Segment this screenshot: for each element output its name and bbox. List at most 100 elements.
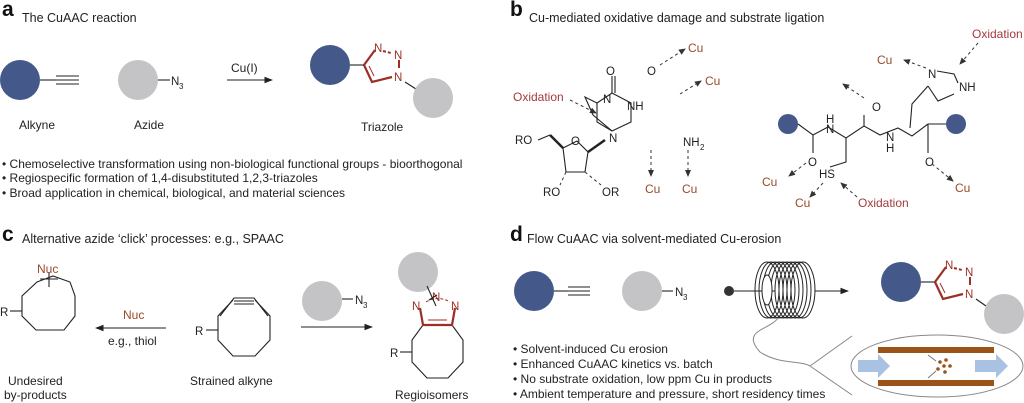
flow-arrow-in — [858, 354, 890, 378]
atom-nh2: NH — [683, 137, 700, 149]
cu-arrow-his — [903, 59, 927, 69]
peptide-blue-sphere-left — [778, 114, 798, 134]
cu-arrow-nh — [679, 80, 702, 95]
bullet-item: • Broad application in chemical, biologi… — [2, 186, 345, 200]
erosion-arrow — [927, 370, 937, 379]
tube-inset — [850, 334, 1024, 398]
catalyst-label: Cu(I) — [231, 61, 258, 75]
fused-cyclooctane — [411, 324, 464, 379]
product-blue-sphere — [881, 262, 921, 302]
ribose-ring — [562, 140, 589, 173]
flow-triazole-product: N N N — [881, 260, 1024, 334]
glycosidic-bond — [587, 138, 606, 154]
reagent-nuc: Nuc — [123, 308, 144, 322]
oxidation-arrow — [569, 99, 597, 114]
r-label: R — [390, 348, 398, 360]
triazole-n1: N — [374, 43, 382, 55]
atom-nh: NH — [627, 101, 644, 113]
triazole-n: N — [412, 301, 420, 313]
panel-b: b Cu-mediated oxidative damage and subst… — [510, 0, 1023, 210]
alkyne-blue-sphere — [0, 60, 40, 100]
atom-o-carbonyl: O — [606, 66, 615, 78]
azide-structure: N 3 — [118, 60, 184, 100]
panel-a-letter: a — [2, 0, 14, 21]
panel-d: d Flow CuAAC via solvent-mediated Cu-ero… — [510, 223, 1024, 401]
inset-connector — [752, 317, 811, 367]
oxidation-label: Oxidation — [513, 90, 564, 104]
triazole-n3: N — [394, 72, 402, 84]
strained-alkyne-structure: R — [195, 297, 271, 357]
c5-bond — [537, 134, 551, 141]
triazole-n: N — [451, 301, 459, 313]
atom-o: O — [808, 157, 817, 169]
panel-c: c Alternative azide ‘click’ processes: e… — [0, 223, 468, 402]
panel-b-title: Cu-mediated oxidative damage and substra… — [529, 11, 824, 25]
nn-double — [953, 267, 963, 271]
cu-arrow — [788, 162, 807, 177]
cu-label: Cu — [705, 74, 720, 88]
bullet-item: • No substrate oxidation, low ppm Cu in … — [513, 372, 772, 386]
panel-a: a The CuAAC reaction Alkyne N 3 Azide Cu… — [0, 0, 462, 200]
panel-d-title: Flow CuAAC via solvent-mediated Cu-erosi… — [527, 232, 781, 246]
product-bond-right — [404, 81, 417, 90]
triazole-product: N N N — [310, 43, 453, 118]
imidazole-top — [583, 95, 598, 116]
azide-n: N — [355, 295, 363, 307]
fused-triazole — [418, 307, 457, 327]
flow-coil-reactor — [724, 261, 850, 319]
cu-particle — [936, 367, 940, 371]
bullet-item: • Chemoselective transformation using no… — [2, 157, 462, 171]
cu-arrow-o — [659, 48, 686, 66]
atom-o: O — [647, 66, 656, 78]
oxidation-label: Oxidation — [858, 196, 909, 210]
alkyne-blue-sphere — [514, 271, 554, 311]
nn-double-bond — [382, 50, 392, 54]
imidazole-link — [592, 114, 613, 132]
triazole-n2: N — [394, 50, 402, 62]
oxidation-label: Oxidation — [972, 27, 1023, 41]
coil-loop — [778, 261, 804, 319]
atom-n-imid: N — [928, 69, 936, 81]
bullet-item: • Regiospecific formation of 1,4-disubst… — [2, 171, 318, 185]
triazole-ring — [363, 49, 393, 84]
peptide-structure: H N O N H O O HS N NH Cu Oxidation Cu Cu — [762, 27, 1023, 210]
dashed-arrow — [842, 83, 865, 99]
r-label: R — [195, 326, 203, 338]
cu-label: Cu — [682, 182, 697, 196]
sphere-bond — [426, 285, 437, 307]
coil-loop — [790, 261, 816, 319]
ro-3: RO — [543, 187, 560, 199]
bullet-item: • Enhanced CuAAC kinetics vs. batch — [513, 357, 713, 371]
strained-alkyne-label: Strained alkyne — [190, 374, 273, 388]
cu-label: Cu — [877, 53, 892, 67]
cu-particle — [942, 364, 946, 368]
azide-n: N — [675, 287, 683, 299]
atom-h: H — [886, 143, 894, 155]
atom-n: N — [886, 132, 894, 144]
triazole-arc — [425, 298, 451, 303]
flow-arrow-out — [975, 354, 1008, 378]
triazole-n: N — [965, 289, 973, 301]
or2-hash — [584, 171, 602, 186]
ro3-hash — [559, 171, 567, 186]
byproduct-structure: Nuc R — [0, 262, 76, 331]
r-label: R — [0, 307, 8, 319]
or-2: OR — [602, 187, 619, 199]
oxidation-arrow — [840, 182, 858, 198]
cyclooctyne-ring — [217, 299, 271, 357]
atom-h: H — [826, 114, 834, 126]
panel-d-bullets: • Solvent-induced Cu erosion • Enhanced … — [513, 342, 825, 401]
azide-n: N — [171, 76, 179, 88]
byproduct-label: Undesired — [8, 374, 63, 388]
tube-wall-bottom — [878, 380, 994, 386]
peptide-backbone — [797, 123, 929, 139]
triazole-ring — [934, 266, 964, 301]
cu-particle — [938, 360, 942, 364]
atom-o: O — [872, 102, 881, 114]
histidine-side-chain — [909, 70, 959, 129]
product-bond-right — [975, 298, 987, 307]
regioisomer-structure: N N N R — [390, 252, 464, 379]
cu-particle — [944, 358, 948, 362]
cu-label: Cu — [955, 181, 970, 195]
